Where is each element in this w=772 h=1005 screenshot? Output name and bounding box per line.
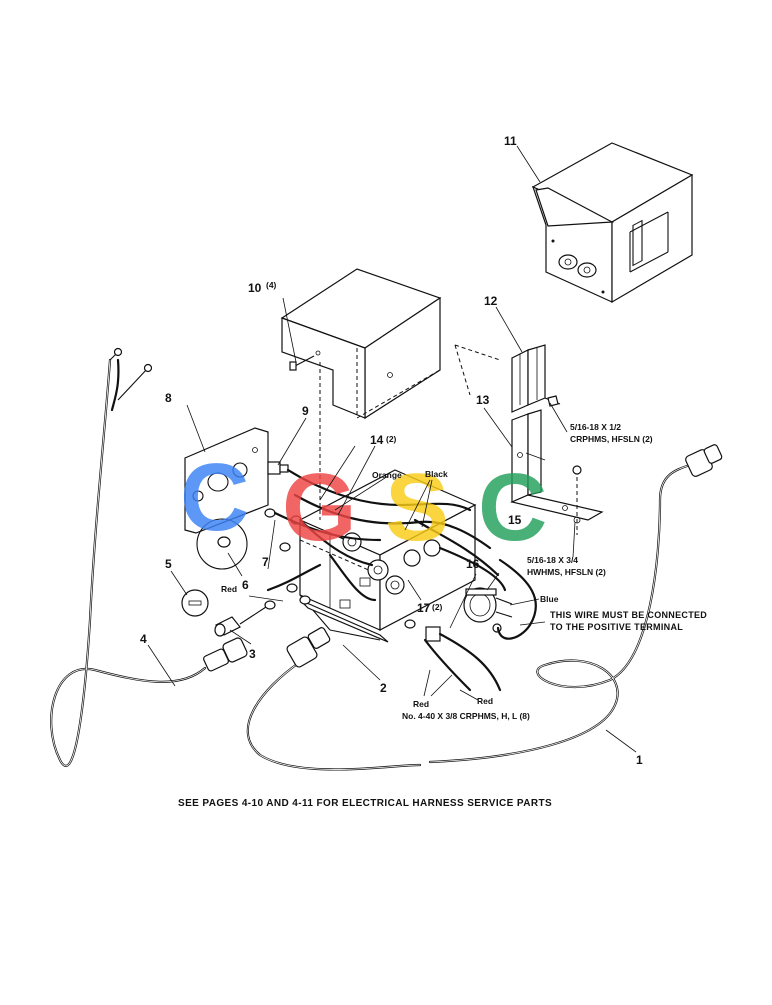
callout-12: 12 <box>484 294 498 308</box>
callout-10: 10 <box>248 281 262 295</box>
callout-2: 2 <box>380 681 387 695</box>
footer-reference: SEE PAGES 4-10 AND 4-11 FOR ELECTRICAL H… <box>178 798 552 809</box>
watermark-letter-g: G <box>282 454 357 561</box>
item-12-bracket <box>454 344 561 413</box>
cgsc-watermark: C G S C <box>180 444 547 561</box>
screw-16-spec: No. 4-40 X 3/8 CRPHMS, H, L (8) <box>402 711 530 721</box>
leader-lines <box>147 145 637 753</box>
item-4-cable <box>50 347 248 768</box>
item-3-socket <box>214 583 311 637</box>
callout-14: 14 <box>370 433 384 447</box>
item-11-assembled-box <box>531 142 694 304</box>
screw-13-spec-line1: 5/16-18 X 3/4 <box>527 555 578 565</box>
wire-label-orange: Orange <box>372 470 402 480</box>
callout-9: 9 <box>302 404 309 418</box>
watermark-letter-c2: C <box>478 454 547 561</box>
item-5-lens <box>181 589 209 617</box>
screw-13-spec-line2: HWHMS, HFSLN (2) <box>527 567 606 577</box>
callout-10-qty: (4) <box>266 280 277 290</box>
screw-12-spec-line1: 5/16-18 X 1/2 <box>570 422 621 432</box>
item-6-lamp <box>196 518 248 570</box>
wire-labels: Orange Black Red Red Red Blue <box>221 469 559 709</box>
wire-label-blue: Blue <box>540 594 559 604</box>
wire-label-black: Black <box>425 469 448 479</box>
callout-17-qty: (2) <box>432 602 443 612</box>
item-15-relay <box>463 587 513 633</box>
callout-16: 16 <box>466 557 480 571</box>
watermark-letter-s: S <box>385 454 449 561</box>
callout-numbers: 11 10 (4) 12 13 8 9 14 (2) 15 16 17 (2) … <box>140 134 643 767</box>
item-10-cover <box>280 268 442 440</box>
item-2-main-box <box>298 440 477 643</box>
note-line1: THIS WIRE MUST BE CONNECTED <box>550 610 707 620</box>
callout-13: 13 <box>476 393 490 407</box>
callout-15: 15 <box>508 513 522 527</box>
internal-harness <box>266 468 537 692</box>
positive-terminal-note: THIS WIRE MUST BE CONNECTED TO THE POSIT… <box>550 610 707 632</box>
item-1-cable <box>246 444 723 771</box>
wire-label-red-left: Red <box>221 584 237 594</box>
callout-8: 8 <box>165 391 172 405</box>
wire-label-red-bottom-2: Red <box>477 696 493 706</box>
callout-5: 5 <box>165 557 172 571</box>
callout-7: 7 <box>262 555 269 569</box>
item-8-mounting-plate <box>184 427 269 534</box>
callout-14-qty: (2) <box>386 434 397 444</box>
item-9-connector <box>267 461 289 475</box>
callout-1: 1 <box>636 753 643 767</box>
callout-3: 3 <box>249 647 256 661</box>
watermark-letter-c1: C <box>180 444 249 551</box>
callout-11: 11 <box>504 134 517 148</box>
callout-17: 17 <box>417 601 431 615</box>
item-13-angle-bracket <box>510 409 604 535</box>
wire-label-red-bottom-1: Red <box>413 699 429 709</box>
screw-12-spec-line2: CRPHMS, HFSLN (2) <box>570 434 653 444</box>
hardware-labels: 5/16-18 X 1/2 CRPHMS, HFSLN (2) 5/16-18 … <box>402 422 653 721</box>
callout-4: 4 <box>140 632 147 646</box>
note-line2: TO THE POSITIVE TERMINAL <box>550 622 683 632</box>
callout-6: 6 <box>242 578 249 592</box>
